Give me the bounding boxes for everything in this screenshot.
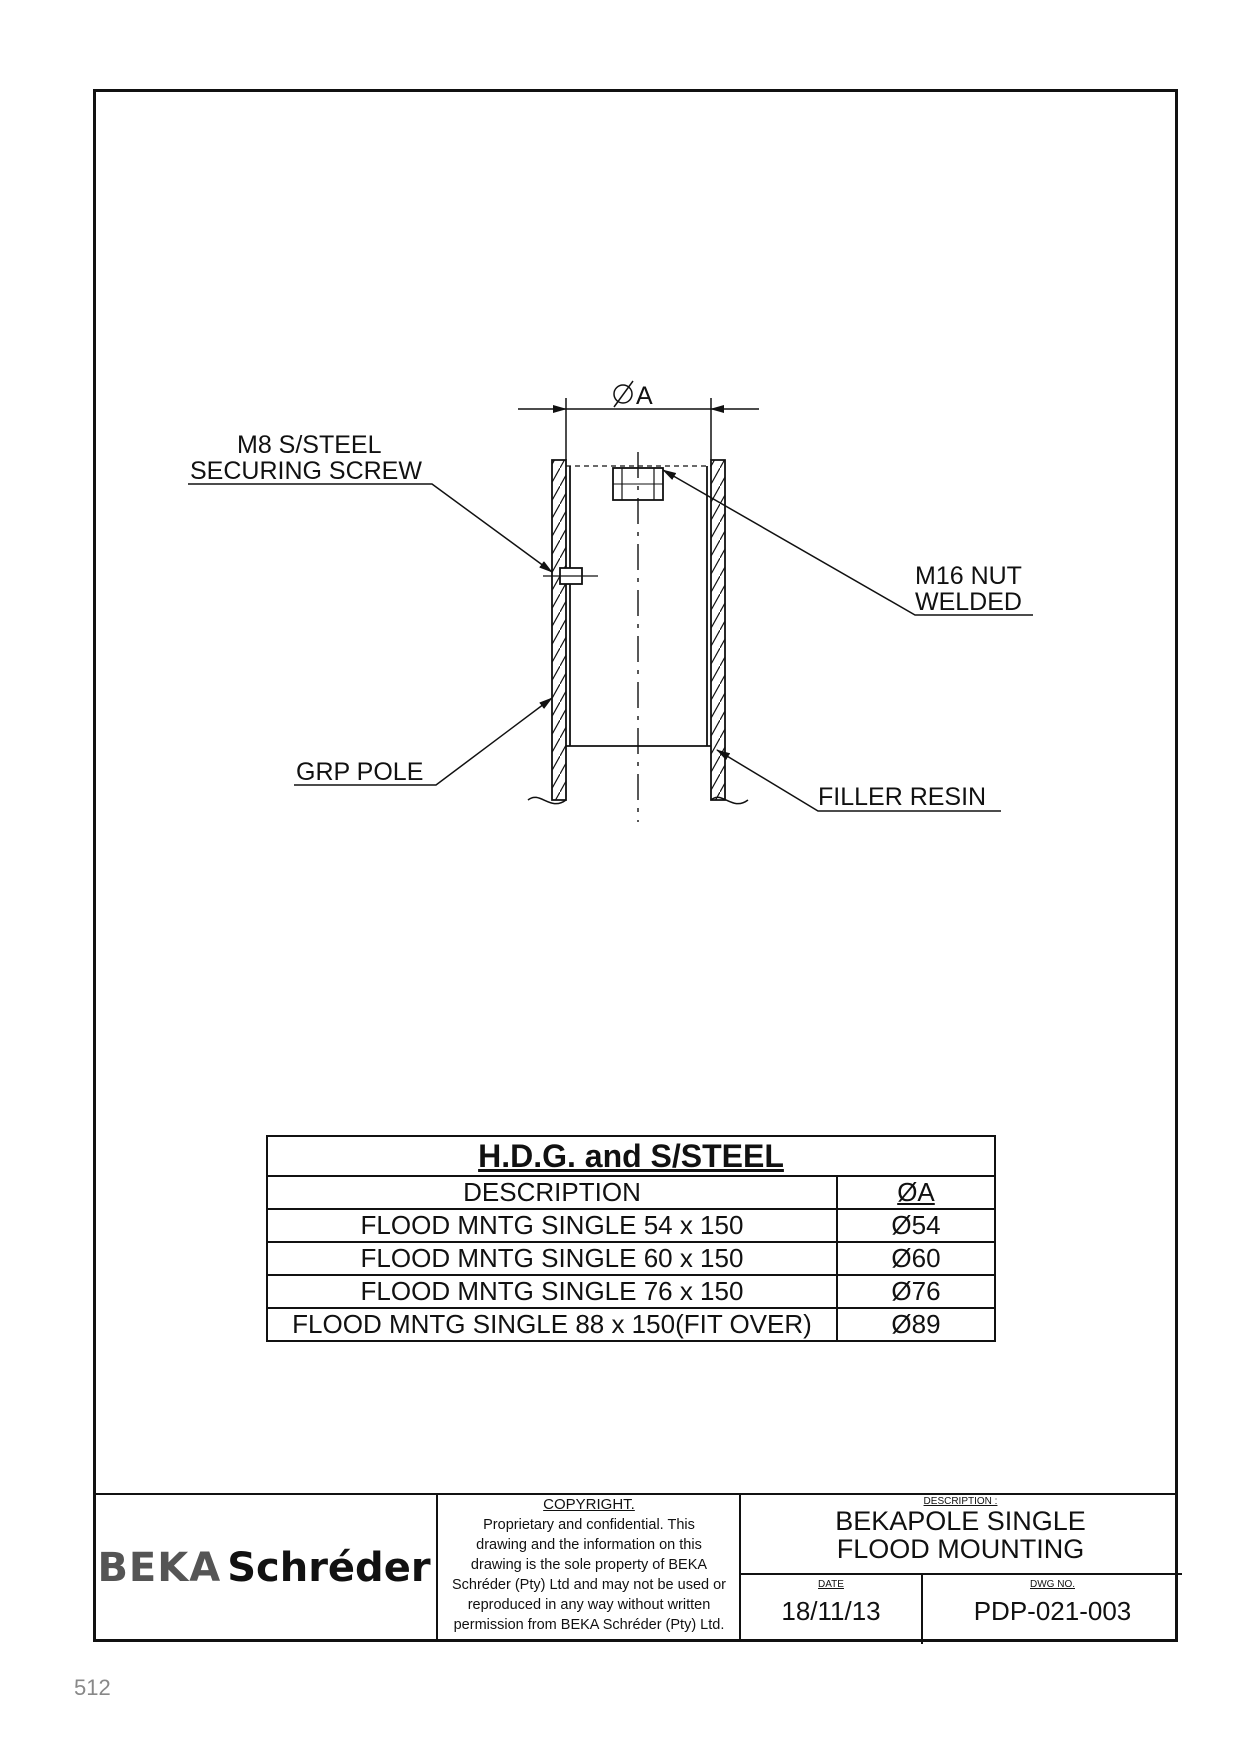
table-row: FLOOD MNTG SINGLE 76 x 150 Ø76 (266, 1274, 996, 1309)
description-line2: FLOOD MOUNTING (836, 1534, 1085, 1564)
row-description: FLOOD MNTG SINGLE 88 x 150(FIT OVER) (266, 1307, 838, 1342)
specification-table: H.D.G. and S/STEEL DESCRIPTION ØA FLOOD … (266, 1135, 996, 1342)
copyright-line: reproduced in any way without written (467, 1597, 711, 1613)
title-block-divider (93, 1493, 1178, 1495)
drawing-sheet-border (93, 89, 1178, 1642)
logo-beka-text: BEKA (97, 1545, 222, 1591)
copyright-line: Proprietary and confidential. This (483, 1517, 695, 1533)
description-cell: DESCRIPTION : BEKAPOLE SINGLE FLOOD MOUN… (741, 1494, 1180, 1573)
leader-lines (188, 469, 1033, 812)
company-logo: BEKA Schréder (93, 1494, 435, 1642)
pole-section (527, 452, 749, 822)
page-number: 512 (74, 1675, 111, 1700)
copyright-line: drawing is the sole property of BEKA (470, 1557, 708, 1573)
description-label: DESCRIPTION : (923, 1496, 998, 1507)
table-row: FLOOD MNTG SINGLE 60 x 150 Ø60 (266, 1241, 996, 1276)
screw-icon (543, 567, 598, 585)
nut-label-line1: M16 NUT (915, 562, 1022, 590)
row-diameter: Ø54 (836, 1208, 996, 1243)
copyright-line: Schréder (Pty) Ltd and may not be used o… (451, 1577, 727, 1593)
copyright-line: permission from BEKA Schréder (Pty) Ltd. (453, 1617, 725, 1633)
row-description: FLOOD MNTG SINGLE 54 x 150 (266, 1208, 838, 1243)
drawing-number-label: DWG NO. (1030, 1579, 1075, 1590)
table-title: H.D.G. and S/STEEL (266, 1135, 996, 1177)
drawing-number-value: PDP-021-003 (973, 1596, 1132, 1626)
row-diameter: Ø89 (836, 1307, 996, 1342)
description-line1: BEKAPOLE SINGLE (835, 1506, 1086, 1536)
dimension-label: A (636, 382, 653, 410)
table-row: FLOOD MNTG SINGLE 88 x 150(FIT OVER) Ø89 (266, 1307, 996, 1342)
drawing-number-cell: DWG NO. PDP-021-003 (921, 1573, 1182, 1644)
date-cell: DATE 18/11/13 (741, 1573, 921, 1644)
filler-resin-label: FILLER RESIN (818, 783, 986, 811)
row-description: FLOOD MNTG SINGLE 76 x 150 (266, 1274, 838, 1309)
row-diameter: Ø76 (836, 1274, 996, 1309)
header-description: DESCRIPTION (266, 1175, 838, 1210)
row-diameter: Ø60 (836, 1241, 996, 1276)
date-value: 18/11/13 (781, 1596, 881, 1626)
diameter-dimension: A (518, 380, 759, 460)
title-block: BEKA Schréder COPYRIGHT. Proprietary and… (93, 1494, 1182, 1644)
row-description: FLOOD MNTG SINGLE 60 x 150 (266, 1241, 838, 1276)
logo-schreder-text: Schréder (227, 1545, 431, 1591)
header-diameter: ØA (836, 1175, 996, 1210)
nut-label-line2: WELDED (915, 588, 1022, 616)
table-row: FLOOD MNTG SINGLE 54 x 150 Ø54 (266, 1208, 996, 1243)
title-block-right: DESCRIPTION : BEKAPOLE SINGLE FLOOD MOUN… (739, 1494, 1182, 1644)
copyright-heading: COPYRIGHT. (543, 1496, 635, 1513)
screw-label-line2: SECURING SCREW (190, 457, 422, 485)
grp-pole-label: GRP POLE (296, 758, 423, 786)
date-label: DATE (818, 1579, 844, 1590)
copyright-line: drawing and the information on this (476, 1537, 702, 1553)
screw-label-line1: M8 S/STEEL (237, 431, 382, 459)
diameter-symbol-icon (613, 380, 634, 408)
copyright-notice: COPYRIGHT. Proprietary and confidential.… (436, 1494, 740, 1642)
